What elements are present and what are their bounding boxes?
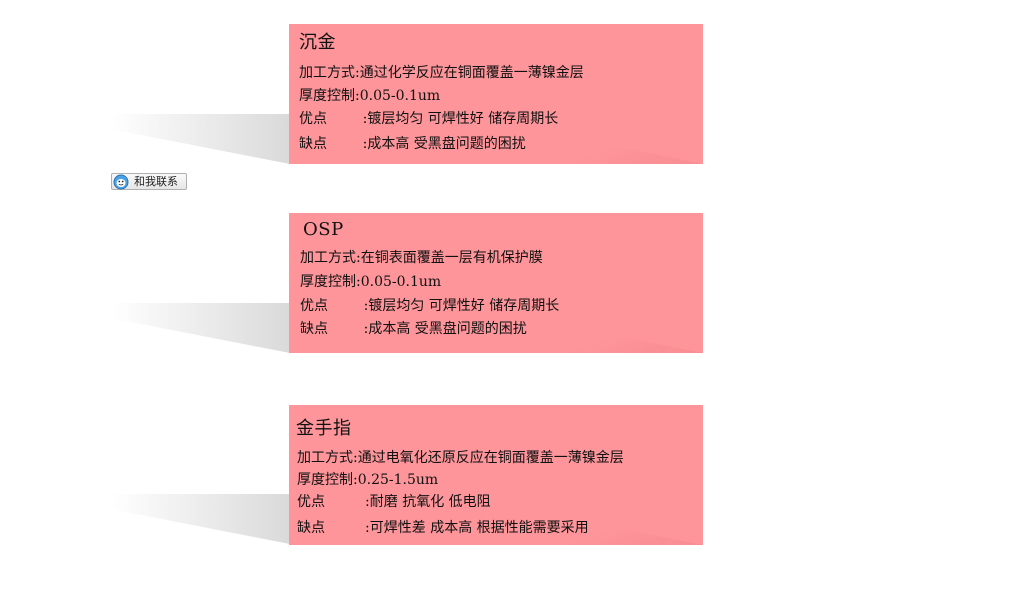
card-cons: 缺点 :成本高 受黑盘问题的困扰 (300, 321, 527, 337)
card-title: 金手指 (296, 418, 352, 439)
card-title: 沉金 (299, 32, 336, 53)
card-pros: 优点 :镀层均匀 可焊性好 储存周期长 (299, 111, 559, 127)
card-pros: 优点 :镀层均匀 可焊性好 储存周期长 (300, 298, 560, 314)
card-pros: 优点 :耐磨 抗氧化 低电阻 (297, 494, 491, 510)
card-gold-finger: 金手指 加工方式:通过电氧化还原反应在铜面覆盖一薄镍金层 厚度控制:0.25-1… (289, 405, 703, 545)
card-shadow-1 (110, 114, 290, 164)
qq-chat-icon (113, 174, 129, 190)
contact-me-button[interactable]: 和我联系 (111, 173, 187, 190)
card-cons: 缺点 :可焊性差 成本高 根据性能需要采用 (297, 520, 589, 536)
card-fold (553, 134, 703, 164)
card-cons: 缺点 :成本高 受黑盘问题的困扰 (299, 136, 526, 152)
card-thickness: 厚度控制:0.05-0.1um (299, 88, 441, 104)
card-thickness: 厚度控制:0.25-1.5um (297, 472, 439, 488)
card-shadow-2 (110, 303, 290, 353)
card-title: OSP (303, 219, 344, 240)
card-immersion-gold: 沉金 加工方式:通过化学反应在铜面覆盖一薄镍金层 厚度控制:0.05-0.1um… (289, 24, 703, 164)
contact-me-label: 和我联系 (134, 175, 178, 188)
card-osp: OSP 加工方式:在铜表面覆盖一层有机保护膜 厚度控制:0.05-0.1um 优… (289, 213, 703, 353)
card-thickness: 厚度控制:0.05-0.1um (300, 274, 442, 290)
card-method: 加工方式:在铜表面覆盖一层有机保护膜 (300, 250, 543, 266)
card-fold (553, 323, 703, 353)
card-method: 加工方式:通过电氧化还原反应在铜面覆盖一薄镍金层 (297, 450, 624, 466)
card-shadow-3 (110, 494, 290, 544)
card-method: 加工方式:通过化学反应在铜面覆盖一薄镍金层 (299, 65, 584, 81)
